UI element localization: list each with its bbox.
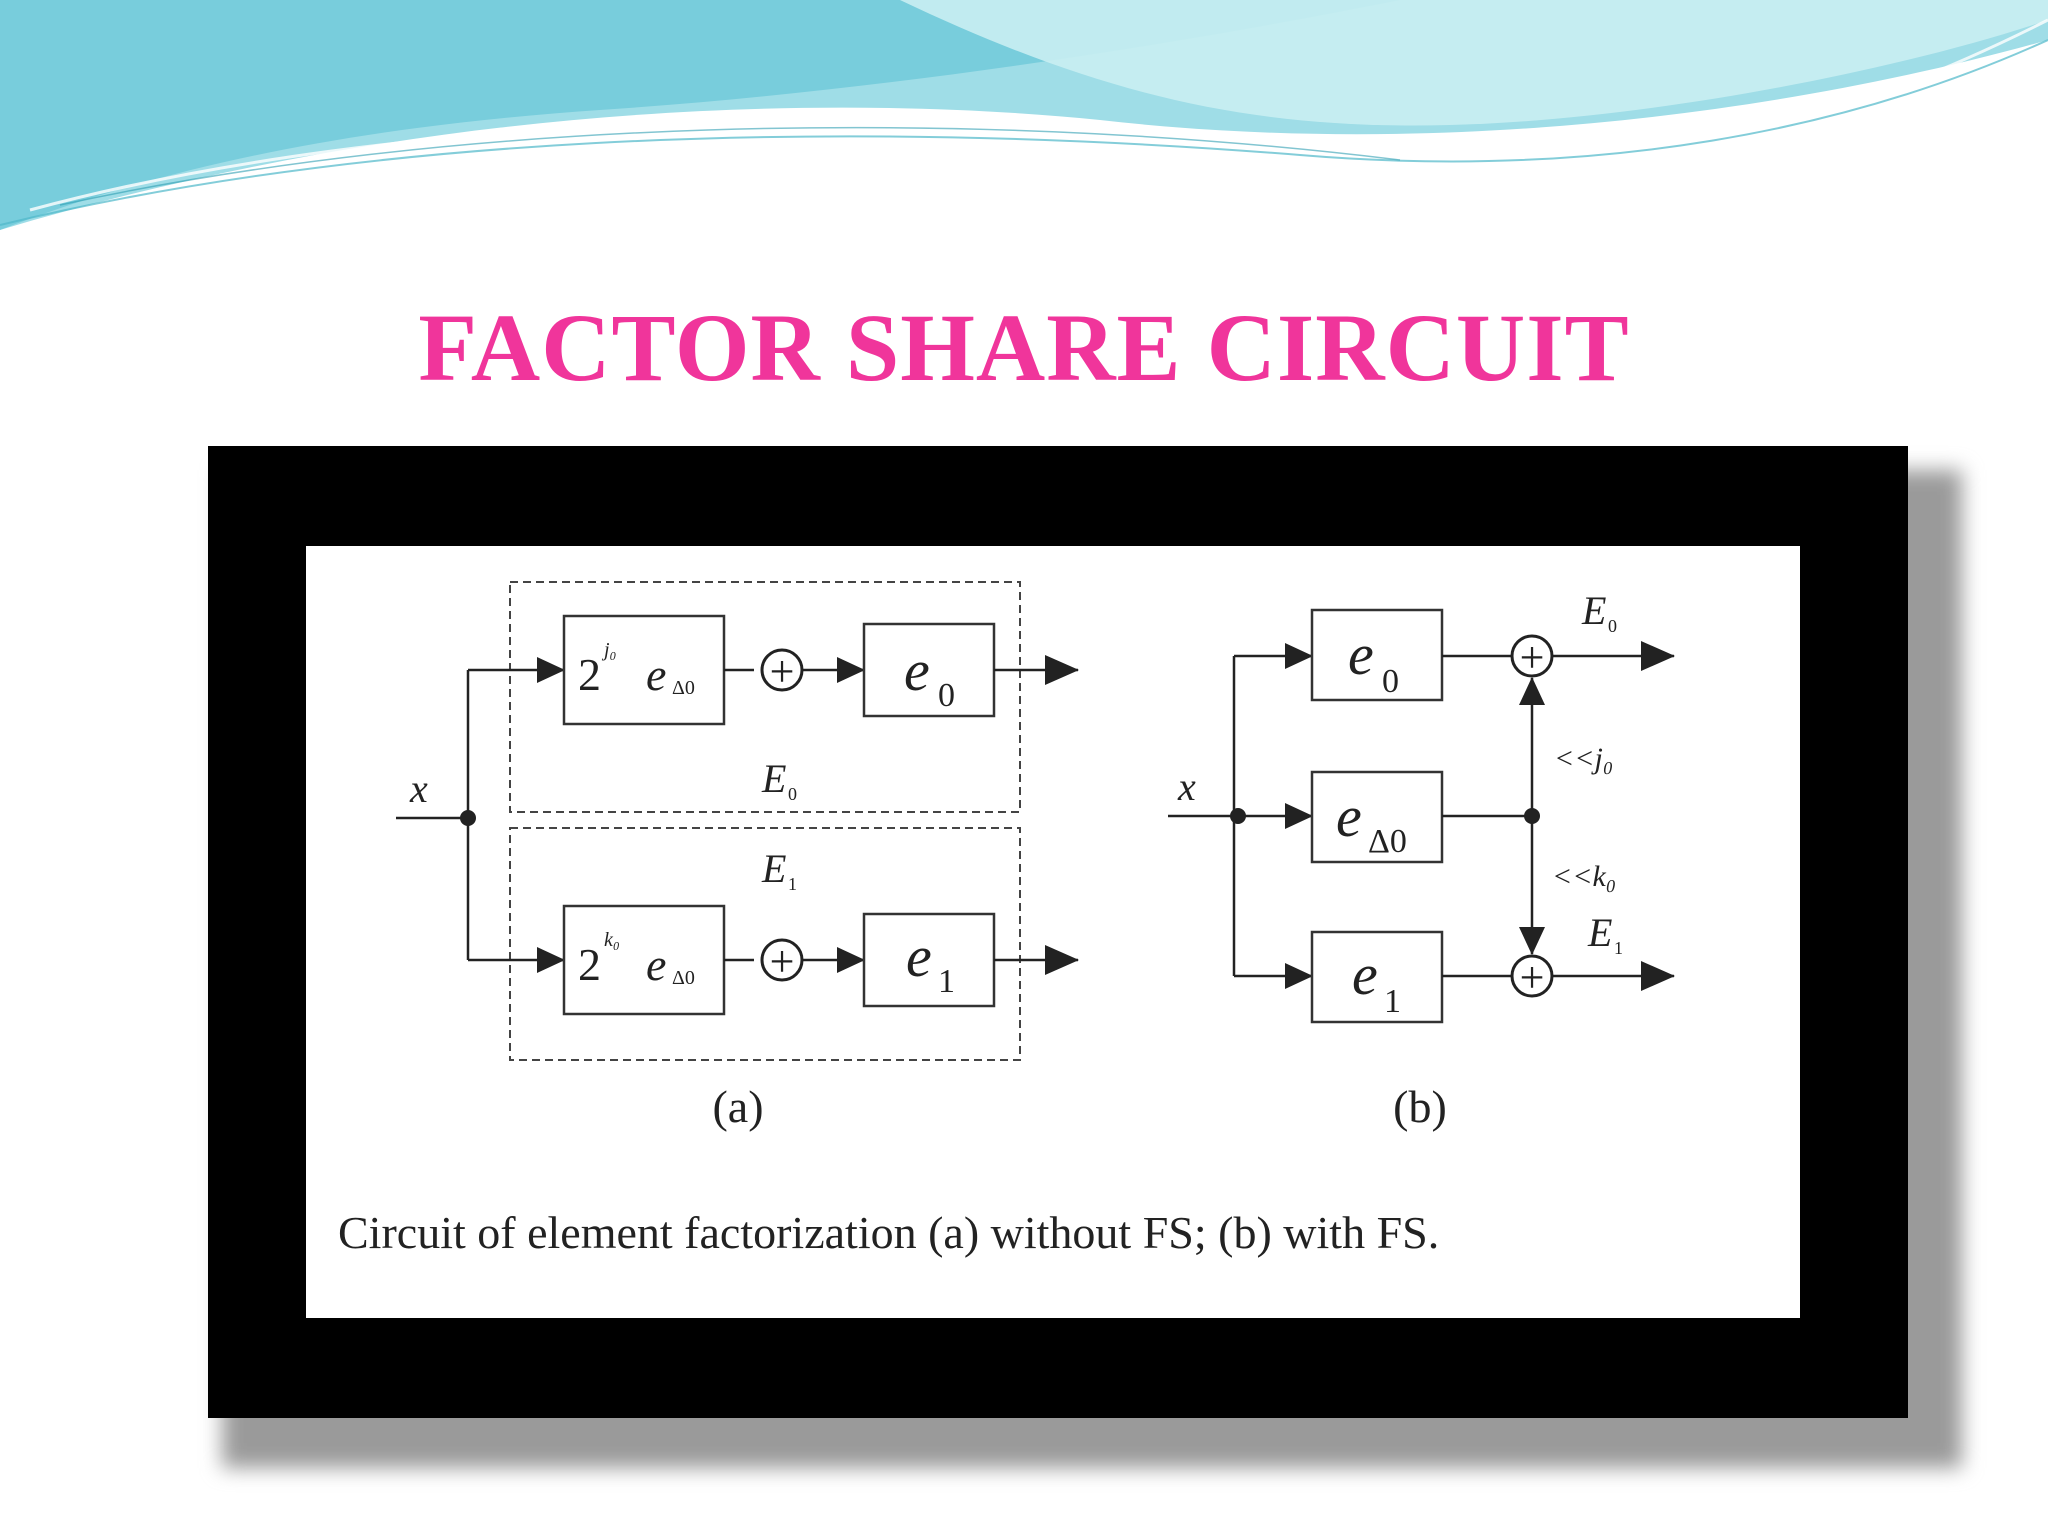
block-b-e1 xyxy=(1310,930,1444,1024)
header-wave-decoration xyxy=(0,0,2048,230)
block-b-e0-sub: 0 xyxy=(1382,663,1399,700)
adder-b-bottom-symbol: + xyxy=(1520,953,1545,1002)
shift-top-exponent: j₀ xyxy=(601,639,617,661)
label-a: (a) xyxy=(712,1081,763,1132)
group-box-e0 xyxy=(509,581,1021,813)
output-b-bottom-sub: 1 xyxy=(1614,938,1623,958)
output-b-top-sub: 0 xyxy=(1608,616,1617,636)
label-b: (b) xyxy=(1393,1081,1447,1132)
block-b-e0 xyxy=(1310,608,1444,702)
block-e1-main: e xyxy=(906,924,932,989)
shift-label-j0: <<j₀ xyxy=(1554,742,1613,775)
block-b-e0-main: e xyxy=(1348,622,1374,687)
block-e0-sub: 0 xyxy=(938,677,955,714)
block-b-e1-main: e xyxy=(1352,942,1378,1007)
block-b-edelta-main: e xyxy=(1336,784,1362,849)
shift-bottom-multiplier-sub: Δ0 xyxy=(672,967,695,989)
block-b-e1-sub: 1 xyxy=(1384,983,1401,1020)
shift-top-multiplier-sub: Δ0 xyxy=(672,677,695,699)
wave-line-3 xyxy=(59,126,1401,206)
output-b-top-label: E xyxy=(1581,588,1606,633)
figure-caption: Circuit of element factorization (a) wit… xyxy=(338,1207,1440,1258)
group-label-e0-sub: 0 xyxy=(788,784,797,804)
shift-bottom-multiplier: e xyxy=(646,939,666,990)
circuit-diagram: x 2 j₀ e Δ0 + e 0 E 0 E 1 2 k₀ e Δ0 xyxy=(396,581,1675,1132)
wave-light xyxy=(900,0,2048,126)
output-b-bottom-label: E xyxy=(1587,910,1612,955)
group-box-e1 xyxy=(509,827,1021,1061)
shift-top-base: 2 xyxy=(578,649,601,700)
shift-bottom-base: 2 xyxy=(578,939,601,990)
block-e0-main: e xyxy=(904,638,930,703)
wave-line-2 xyxy=(0,39,2048,226)
shift-label-k0: <<k₀ xyxy=(1552,860,1616,893)
slide-title: FACTOR SHARE CIRCUIT xyxy=(418,294,1630,401)
diagram-b: x e 0 e Δ0 e 1 + + <<j₀ xyxy=(1168,588,1675,1132)
block-b-edelta-sub: Δ0 xyxy=(1368,823,1407,860)
block-e1 xyxy=(862,912,996,1008)
group-label-e0: E xyxy=(761,756,786,801)
input-label-x-b: x xyxy=(1177,764,1196,809)
group-label-e1: E xyxy=(761,846,786,891)
input-label-x: x xyxy=(409,766,428,811)
shift-bottom-exponent: k₀ xyxy=(604,929,620,951)
block-b-edelta xyxy=(1310,770,1444,864)
diagram-a: x 2 j₀ e Δ0 + e 0 E 0 E 1 2 k₀ e Δ0 xyxy=(396,581,1079,1132)
adder-a-top-symbol: + xyxy=(770,647,795,696)
adder-a-bottom-symbol: + xyxy=(770,937,795,986)
figure-panel: x 2 j₀ e Δ0 + e 0 E 0 E 1 2 k₀ e Δ0 xyxy=(306,546,1800,1318)
shift-top-multiplier: e xyxy=(646,649,666,700)
block-e1-sub: 1 xyxy=(938,963,955,1000)
group-label-e1-sub: 1 xyxy=(788,874,797,894)
adder-b-top-symbol: + xyxy=(1520,633,1545,682)
wave-line-1 xyxy=(29,18,2048,212)
